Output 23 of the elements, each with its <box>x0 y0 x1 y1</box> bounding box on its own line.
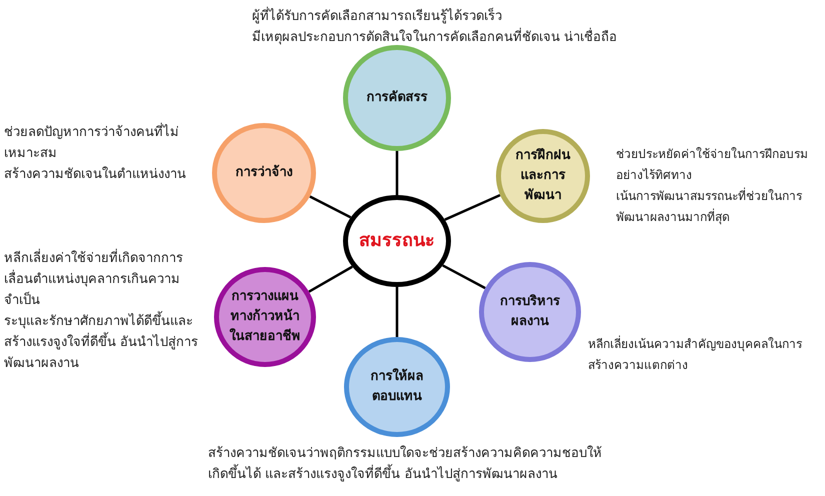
node-label: การบริหารผลงาน <box>499 293 561 331</box>
connector-line <box>308 266 353 293</box>
bullet-text: สร้างความชัดเจนว่าพฤติกรรมแบบใดจะช่วยสร้างความคิดความชอบให้เกิดขึ้นได้ และสร้างแรงจูงใจที่ดีขึ้น อันนำไปสู่การพัฒนาผลงาน <box>208 444 603 484</box>
bullet-text: เน้นการพัฒนาสมรรถนะที่ช่วยในการพัฒนาผลงานมากที่สุด <box>616 186 803 226</box>
bullet-text: ช่วยประหยัดค่าใช้จ่ายในการฝึกอบรมอย่างไร้ทิศทาง <box>616 146 809 184</box>
bullet-text: ช่วยลดปัญหาการว่าจ้างคนที่ไม่เหมาะสม <box>4 122 199 164</box>
connector-line <box>396 151 398 195</box>
bullet-text: ระบุและรักษาศักยภาพได้ดีขึ้นและสร้างแรงจูงใจที่ดีขึ้น อันนำไปสู่การพัฒนาผลงาน <box>4 311 201 374</box>
node-label: การฝึกฝนและการพัฒนา <box>514 147 572 205</box>
node-label: การวางแผนทางก้าวหน้าในสายอาชีพ <box>228 288 302 346</box>
node-label: การคัดสรร <box>366 89 428 107</box>
node-label: การให้ผลตอบแทน <box>370 367 424 406</box>
bullet-text: หลีกเลี่ยงเน้นความสำคัญของบุคคลในการสร้างความแตกต่าง <box>588 334 803 374</box>
connector-line <box>396 287 398 337</box>
node-label: สมรรถนะ <box>359 231 435 251</box>
node-label: การว่าจ้าง <box>236 164 292 182</box>
connector-line <box>444 194 501 221</box>
bullet-text: ผู้ที่ได้รับการคัดเลือกสามารถเรียนรู้ได้รวดเร็ว <box>252 6 652 27</box>
bullet-text: หลีกเลี่ยงค่าใช้จ่ายที่เกิดจากการเลื่อนตำแหน่งบุคลากรเกินความจำเป็น <box>4 248 201 311</box>
bullet-text: สร้างความชัดเจนในตำแหน่งงาน <box>4 166 187 184</box>
connector-line <box>442 264 486 290</box>
bullet-text: มีเหตุผลประกอบการตัดสินใจในการคัดเลือกคนที่ชัดเจน น่าเชื่อถือ <box>252 27 652 48</box>
connector-line <box>309 195 352 218</box>
